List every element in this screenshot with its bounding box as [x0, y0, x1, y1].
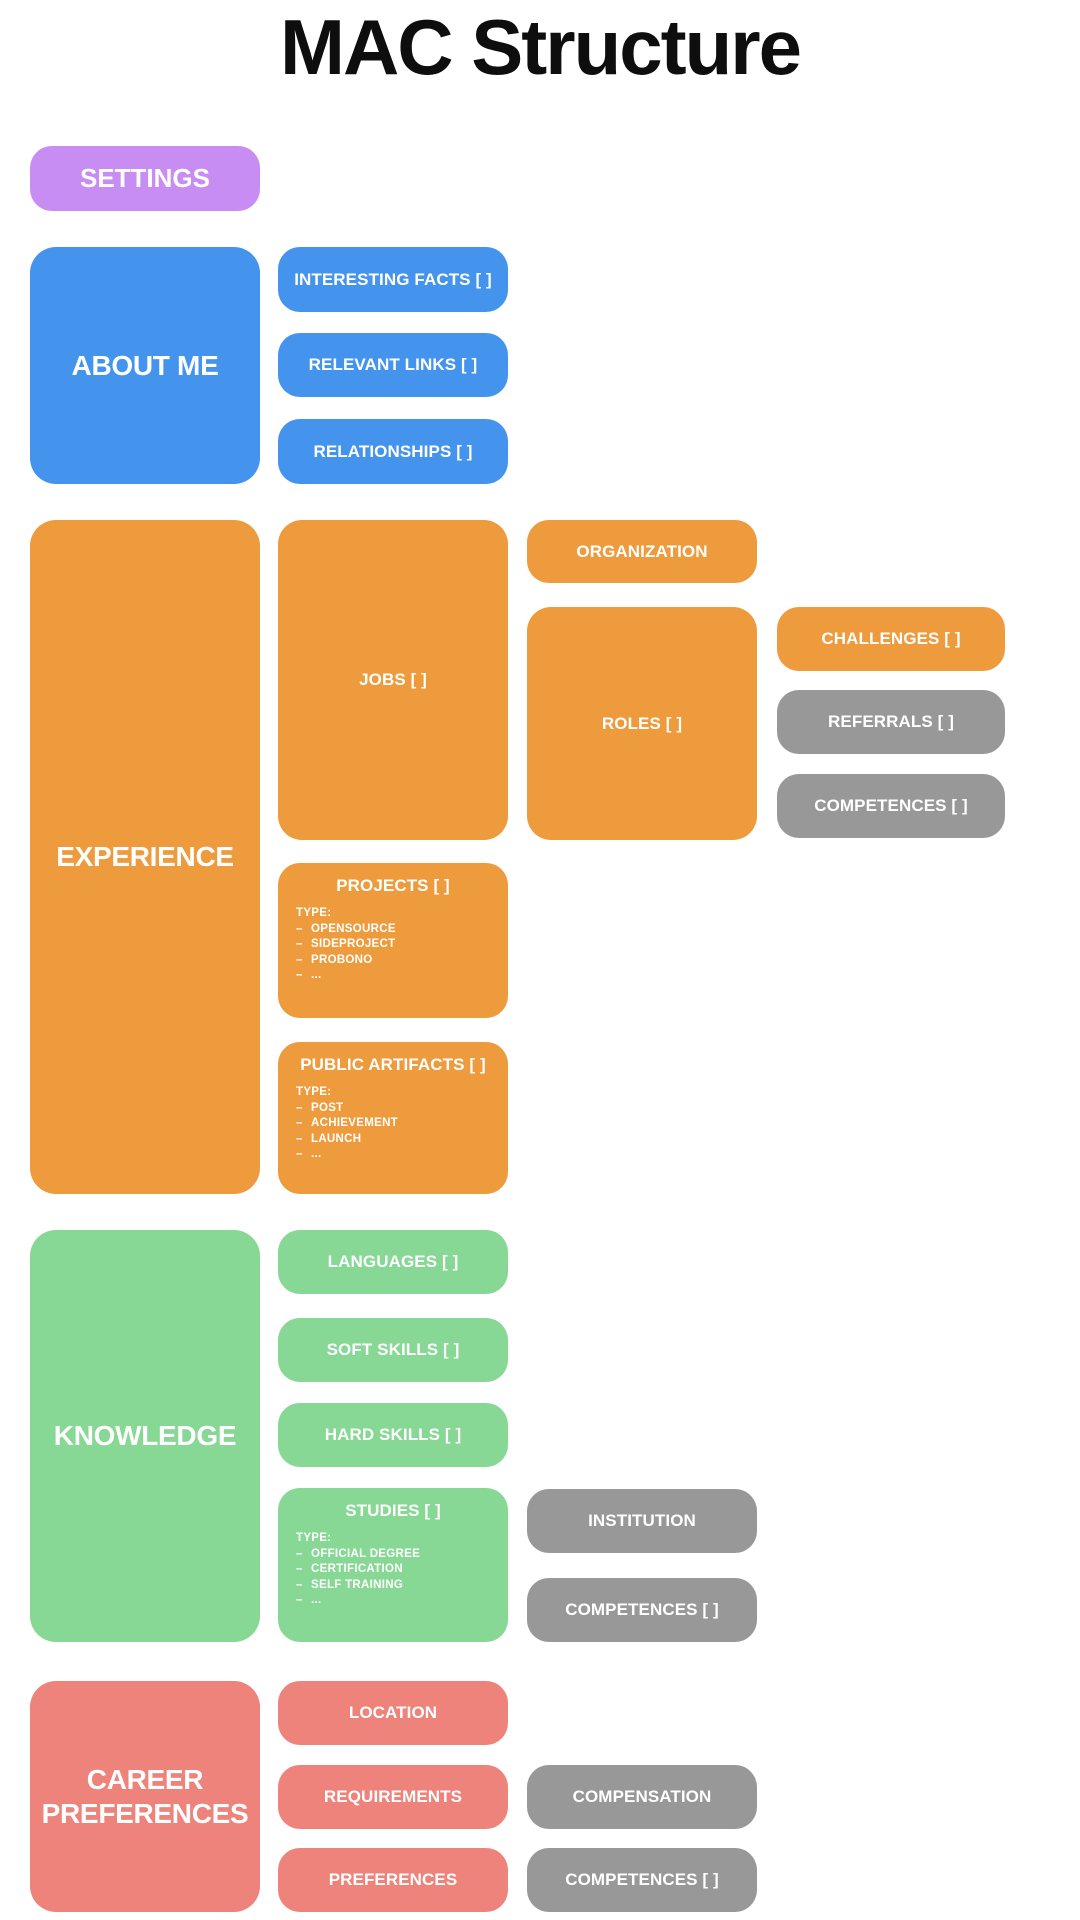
roles-label: ROLES [ ]	[601, 713, 683, 733]
interesting-facts-label: INTERESTING FACTS [ ]	[294, 269, 492, 289]
roles-competences-node[interactable]: COMPETENCES [ ]	[777, 774, 1005, 838]
type-label: TYPE:	[296, 1086, 332, 1098]
organization-label: ORGANIZATION	[576, 541, 708, 561]
relevant-links-label: RELEVANT LINKS [ ]	[308, 355, 478, 374]
type-item: SELF TRAINING	[296, 1578, 496, 1594]
interesting-facts-node[interactable]: INTERESTING FACTS [ ]	[278, 247, 508, 312]
type-item: ...	[296, 1147, 496, 1163]
projects-label: PROJECTS [ ]	[336, 876, 450, 895]
requirements-node[interactable]: REQUIREMENTS	[278, 1765, 508, 1829]
experience-label: EXPERIENCE	[56, 841, 234, 873]
relationships-label: RELATIONSHIPS [ ]	[313, 441, 473, 461]
soft-skills-label: SOFT SKILLS [ ]	[326, 1340, 460, 1359]
hard-skills-node[interactable]: HARD SKILLS [ ]	[278, 1403, 508, 1467]
public-artifacts-type-list: TYPE: POST ACHIEVEMENT LAUNCH ...	[290, 1085, 496, 1163]
studies-type-list: TYPE: OFFICIAL DEGREE CERTIFICATION SELF…	[290, 1531, 496, 1609]
preferences-label: PREFERENCES	[328, 1870, 458, 1889]
studies-competences-node[interactable]: COMPETENCES [ ]	[527, 1578, 757, 1642]
type-item: OFFICIAL DEGREE	[296, 1547, 496, 1563]
about-me-node[interactable]: ABOUT ME	[30, 247, 260, 484]
settings-label: SETTINGS	[79, 163, 210, 193]
challenges-node[interactable]: CHALLENGES [ ]	[777, 607, 1005, 671]
knowledge-label: KNOWLEDGE	[53, 1420, 237, 1452]
career-competences-label: COMPETENCES [ ]	[565, 1870, 719, 1889]
compensation-label: COMPENSATION	[572, 1787, 712, 1806]
type-item: ...	[296, 1593, 496, 1609]
jobs-label: JOBS [ ]	[359, 670, 427, 689]
type-item: PROBONO	[296, 953, 496, 969]
projects-type-list: TYPE: OPENSOURCE SIDEPROJECT PROBONO ...	[290, 906, 496, 984]
settings-node[interactable]: SETTINGS	[30, 146, 260, 211]
referrals-node[interactable]: REFERRALS [ ]	[777, 690, 1005, 754]
challenges-label: CHALLENGES [ ]	[821, 629, 961, 648]
type-label: TYPE:	[296, 907, 332, 919]
jobs-node[interactable]: JOBS [ ]	[278, 520, 508, 840]
soft-skills-node[interactable]: SOFT SKILLS [ ]	[278, 1318, 508, 1382]
relevant-links-node[interactable]: RELEVANT LINKS [ ]	[278, 333, 508, 397]
knowledge-node[interactable]: KNOWLEDGE	[30, 1230, 260, 1642]
career-preferences-node[interactable]: CAREER PREFERENCES	[30, 1681, 260, 1912]
organization-node[interactable]: ORGANIZATION	[527, 520, 757, 583]
about-me-label: ABOUT ME	[71, 349, 219, 381]
studies-competences-label: COMPETENCES [ ]	[565, 1600, 719, 1619]
institution-node[interactable]: INSTITUTION	[527, 1489, 757, 1553]
referrals-label: REFERRALS [ ]	[828, 712, 954, 731]
requirements-label: REQUIREMENTS	[323, 1787, 463, 1806]
public-artifacts-label: PUBLIC ARTIFACTS [ ]	[300, 1055, 486, 1074]
roles-competences-label: COMPETENCES [ ]	[814, 796, 968, 815]
type-item: OPENSOURCE	[296, 922, 496, 938]
languages-label: LANGUAGES [ ]	[327, 1252, 459, 1271]
studies-label: STUDIES [ ]	[345, 1501, 441, 1520]
relationships-node[interactable]: RELATIONSHIPS [ ]	[278, 419, 508, 484]
type-item: POST	[296, 1101, 496, 1117]
experience-node[interactable]: EXPERIENCE	[30, 520, 260, 1194]
type-item: CERTIFICATION	[296, 1562, 496, 1578]
type-item: LAUNCH	[296, 1132, 496, 1148]
location-node[interactable]: LOCATION	[278, 1681, 508, 1745]
type-label: TYPE:	[296, 1532, 332, 1544]
public-artifacts-node[interactable]: PUBLIC ARTIFACTS [ ] TYPE: POST ACHIEVEM…	[278, 1042, 508, 1194]
page-title: MAC Structure	[279, 3, 802, 91]
type-item: ACHIEVEMENT	[296, 1116, 496, 1132]
languages-node[interactable]: LANGUAGES [ ]	[278, 1230, 508, 1294]
roles-node[interactable]: ROLES [ ]	[527, 607, 757, 840]
career-competences-node[interactable]: COMPETENCES [ ]	[527, 1848, 757, 1912]
career-preferences-label: CAREER PREFERENCES	[41, 1764, 249, 1829]
compensation-node[interactable]: COMPENSATION	[527, 1765, 757, 1829]
institution-label: INSTITUTION	[588, 1511, 696, 1530]
hard-skills-label: HARD SKILLS [ ]	[324, 1425, 462, 1444]
type-item: ...	[296, 968, 496, 984]
preferences-node[interactable]: PREFERENCES	[278, 1848, 508, 1912]
studies-node[interactable]: STUDIES [ ] TYPE: OFFICIAL DEGREE CERTIF…	[278, 1488, 508, 1642]
type-item: SIDEPROJECT	[296, 937, 496, 953]
location-label: LOCATION	[348, 1703, 438, 1722]
projects-node[interactable]: PROJECTS [ ] TYPE: OPENSOURCE SIDEPROJEC…	[278, 863, 508, 1018]
